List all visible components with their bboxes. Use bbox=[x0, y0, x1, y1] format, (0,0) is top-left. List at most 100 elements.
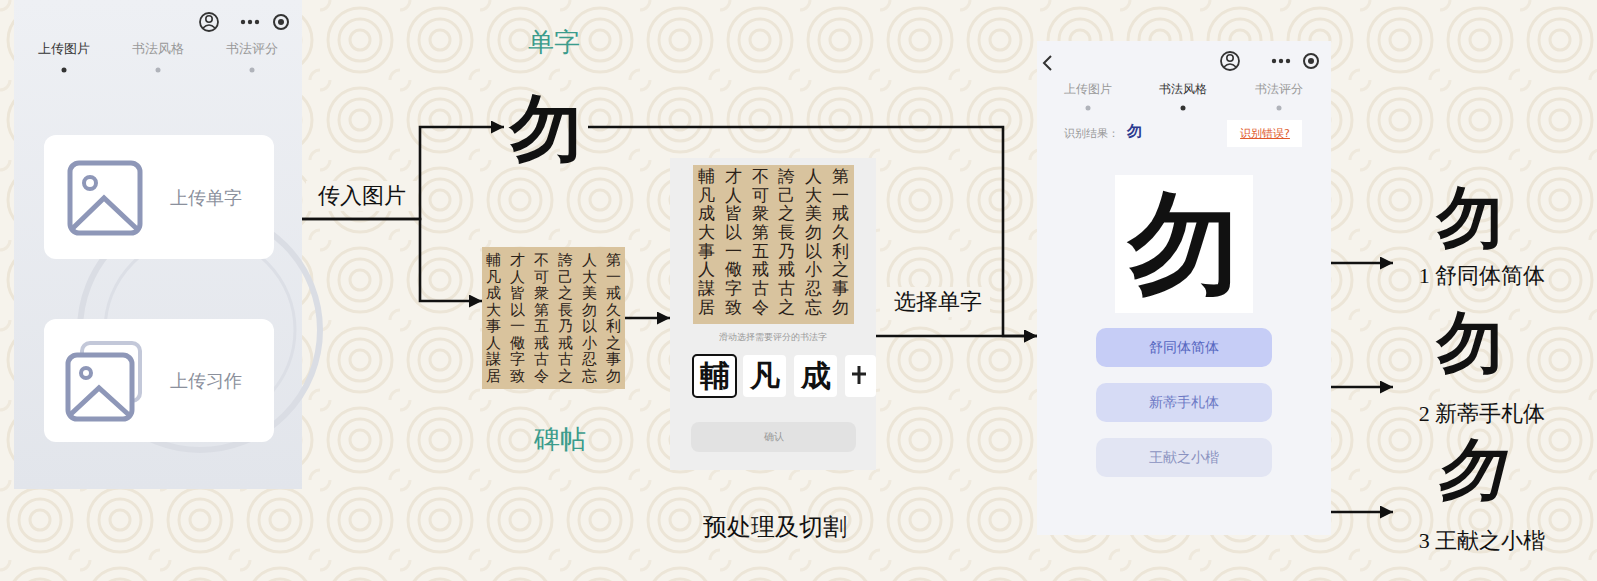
upload-card bbox=[44, 319, 274, 442]
tab-label: 书法风格 bbox=[1143, 81, 1223, 97]
right-phone-screen bbox=[1037, 41, 1331, 535]
button-label: 新蒂手札体 bbox=[1096, 393, 1272, 412]
left-phone-screen bbox=[62, 68, 67, 73]
rubbing-column: 人大美勿以小忍忘 bbox=[582, 252, 597, 384]
right-phone-screen bbox=[1286, 59, 1290, 63]
right-phone-screen bbox=[1227, 120, 1302, 147]
button-label: 舒同体简体 bbox=[1096, 338, 1272, 357]
calligraphy-character: 勿 bbox=[1430, 432, 1510, 508]
flow-arrow bbox=[1331, 511, 1393, 514]
right-phone-screen bbox=[1224, 64, 1236, 67]
flow-arrow bbox=[302, 127, 504, 219]
rubbing-column: 不可衆第五戒古令 bbox=[752, 168, 769, 318]
upload-card bbox=[84, 177, 96, 189]
confirm-button: 确认 bbox=[691, 422, 856, 452]
image-heading: 碑帖 bbox=[520, 423, 600, 457]
result-caption: 2 新蒂手札体 bbox=[1393, 401, 1571, 427]
style-result: 勿2 新蒂手札体 bbox=[1393, 305, 1571, 427]
step-caption: 预处理及切割 bbox=[700, 511, 850, 543]
upload-card: 上传单字 bbox=[44, 135, 274, 259]
right-phone-screen bbox=[1279, 59, 1283, 63]
card-label: 上传单字 bbox=[150, 186, 262, 210]
character-thumb: 輔 bbox=[693, 358, 736, 394]
left-phone-screen bbox=[241, 20, 245, 24]
style-button: 王献之小楷 bbox=[1096, 438, 1272, 477]
rubbing-column: 第一戒久利之事勿 bbox=[832, 168, 849, 318]
flow-arrow bbox=[876, 335, 1037, 338]
right-phone-screen bbox=[1227, 55, 1233, 61]
middle-phone-screenshot bbox=[693, 355, 736, 397]
style-result: 勿 1 舒同体简体 bbox=[1393, 180, 1571, 292]
left-phone-screen bbox=[274, 15, 288, 29]
rubbing-column: 誇己之長乃戒古之 bbox=[558, 252, 573, 384]
right-phone-screen bbox=[1308, 58, 1314, 64]
rubbing-column: 才人皆以一儆字致 bbox=[510, 252, 525, 384]
rubbing-column: 輔凡成大事人謀居 bbox=[698, 168, 715, 318]
middle-phone-screenshot bbox=[845, 355, 876, 397]
rubbing-image bbox=[482, 247, 625, 389]
flow-arrow bbox=[1331, 262, 1393, 265]
right-phone-screen bbox=[1086, 106, 1091, 111]
edge-label: 选择单字 bbox=[886, 287, 990, 317]
rubbing-column: 輔凡成大事人謀居 bbox=[486, 252, 501, 384]
left-phone-screen bbox=[248, 20, 252, 24]
right-phone-screen bbox=[1277, 106, 1282, 111]
upload-card bbox=[44, 135, 274, 442]
middle-phone-screenshot bbox=[852, 366, 866, 384]
upload-card bbox=[71, 388, 129, 415]
upload-card bbox=[44, 135, 274, 259]
tab-label: 上传图片 bbox=[24, 40, 104, 58]
right-phone-screen bbox=[1037, 41, 1331, 535]
rubbing-image bbox=[482, 247, 625, 389]
phone-screenshot: 确认第一戒久利之事勿人大美勿以小忍忘誇己之長乃戒古之不可衆第五戒古令才人皆以一儆… bbox=[670, 158, 876, 470]
result-caption: 3 王献之小楷 bbox=[1393, 528, 1571, 554]
character-image: 勿 bbox=[1115, 175, 1253, 313]
calligraphy-character: 勿 bbox=[504, 88, 588, 170]
left-phone-screen bbox=[206, 16, 212, 22]
result-value: 勿 bbox=[1124, 122, 1144, 141]
character-thumb: 成 bbox=[794, 358, 837, 394]
button-label: 王献之小楷 bbox=[1096, 448, 1272, 467]
right-phone-screen bbox=[1272, 59, 1276, 63]
rubbing-column: 才人皆以一儆字致 bbox=[725, 168, 742, 318]
middle-phone-screenshot bbox=[743, 355, 786, 397]
tab-label: 书法评分 bbox=[212, 40, 292, 58]
calligraphy-character: 勿 bbox=[1115, 180, 1253, 308]
style-button: 新蒂手札体 bbox=[1096, 383, 1272, 422]
middle-phone-screenshot bbox=[693, 165, 854, 324]
style-button: 舒同体简体 bbox=[1096, 328, 1272, 367]
left-phone-screen bbox=[250, 68, 255, 73]
result-label: 识别结果： bbox=[1064, 126, 1126, 141]
button-label: 确认 bbox=[691, 429, 856, 445]
left-phone-screen bbox=[278, 19, 284, 25]
result-caption: 1 舒同体简体 bbox=[1393, 263, 1571, 289]
left-phone-screen bbox=[255, 20, 259, 24]
calligraphy-character: 勿 bbox=[1430, 180, 1510, 256]
image-heading: 单字 bbox=[518, 26, 590, 60]
character-image: 单字勿 bbox=[504, 88, 588, 170]
rubbing-image: 第一戒久利之事勿人大美勿以小忍忘誇己之長乃戒古之不可衆第五戒古令才人皆以一儆字致… bbox=[482, 247, 625, 389]
upload-card bbox=[73, 198, 137, 229]
flow-arrow bbox=[625, 317, 670, 320]
rubbing-column: 誇己之長乃戒古之 bbox=[778, 168, 795, 318]
left-phone-screen bbox=[14, 0, 302, 489]
phone-screen: 上传单字上传习作上传图片书法风格书法评分 bbox=[14, 0, 302, 489]
tab-label: 上传图片 bbox=[1048, 81, 1128, 97]
rubbing-column: 不可衆第五戒古令 bbox=[534, 252, 549, 384]
left-phone-screen bbox=[14, 0, 320, 489]
phone-screen: 勿舒同体简体新蒂手札体王献之小楷上传图片书法风格书法评分识别结果：勿识别错误? bbox=[1037, 41, 1331, 535]
upload-card bbox=[70, 163, 140, 233]
right-phone-screen bbox=[1221, 52, 1239, 70]
edge-label: 传入图片 bbox=[306, 181, 418, 211]
flow-arrow bbox=[1331, 386, 1393, 389]
middle-phone-screenshot bbox=[794, 355, 837, 397]
error-link: 识别错误? bbox=[1229, 126, 1301, 141]
rubbing-column: 第一戒久利之事勿 bbox=[606, 252, 621, 384]
tab-label: 书法风格 bbox=[118, 40, 198, 58]
tab-label: 书法评分 bbox=[1239, 81, 1319, 97]
character-thumb: 凡 bbox=[743, 358, 786, 394]
